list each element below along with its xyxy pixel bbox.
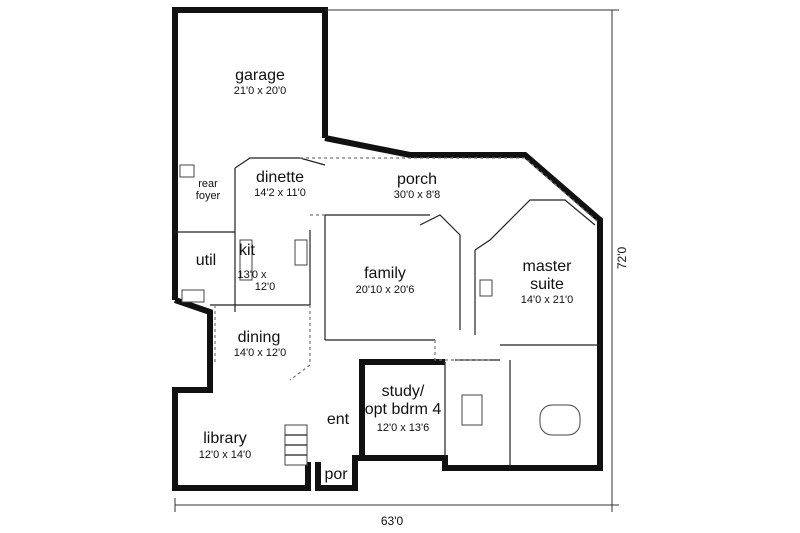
garage-label: garage (235, 67, 285, 84)
library-size: 12'0 x 14'0 (199, 449, 252, 461)
util-label: util (196, 252, 216, 269)
interior-walls (175, 157, 600, 468)
kit-size-1: 13'0 x (237, 269, 267, 281)
washer-dryer (181, 289, 205, 303)
dimension-lines (174, 9, 619, 512)
kitchen-counter (294, 239, 308, 266)
toilet (479, 279, 493, 297)
study-label-2: opt bdrm 4 (365, 401, 442, 418)
garage-fixture (179, 164, 195, 178)
hall-edge (434, 340, 490, 361)
study-size: 12'0 x 13'6 (377, 422, 430, 434)
rear-foyer-label-2: foyer (196, 190, 221, 202)
fixtures (179, 164, 581, 466)
dining-label: dining (238, 329, 281, 346)
family-label: family (364, 265, 406, 282)
family-size: 20'10 x 20'6 (356, 284, 415, 296)
garage-wall (172, 7, 328, 300)
east-wall (324, 135, 603, 471)
garage-size: 21'0 x 20'0 (234, 85, 287, 97)
dinette-wall (234, 157, 326, 169)
master-label-1: master (523, 258, 573, 275)
ent-label: ent (327, 411, 350, 428)
master-size: 14'0 x 21'0 (521, 294, 574, 306)
master-label-2: suite (530, 276, 564, 293)
closet-shelf (461, 394, 483, 426)
study-label-1: study/ (382, 383, 425, 400)
depth-dimension-label: 72'0 (615, 247, 629, 270)
dining-size: 14'0 x 12'0 (234, 347, 287, 359)
study-south-wall (362, 455, 510, 471)
dining-east-edge (289, 305, 311, 381)
library-label: library (203, 430, 247, 447)
entry-wall (315, 359, 445, 491)
dimension-labels: 63'0 72'0 (381, 247, 629, 528)
fireplace-wall (419, 214, 461, 330)
dinette-label: dinette (256, 169, 304, 186)
rear-foyer-label-1: rear (198, 178, 218, 190)
kit-size-2: 12'0 (255, 281, 275, 293)
west-south-wall (172, 297, 311, 491)
room-labels: garage 21'0 x 20'0 dinette 14'2 x 11'0 r… (196, 67, 574, 483)
porch-size: 30'0 x 8'8 (394, 189, 440, 201)
porch-label: porch (397, 171, 437, 188)
exterior-walls (172, 7, 603, 491)
dashed-lines (214, 157, 599, 381)
master-bay-wall (474, 199, 596, 251)
kitchen-island (239, 239, 253, 281)
porch-edge (300, 157, 599, 223)
bathtub (539, 404, 581, 436)
kit-label: kit (239, 242, 256, 259)
por-label: por (324, 466, 348, 483)
width-dimension-label: 63'0 (381, 514, 404, 528)
dinette-size: 14'2 x 11'0 (254, 187, 306, 199)
